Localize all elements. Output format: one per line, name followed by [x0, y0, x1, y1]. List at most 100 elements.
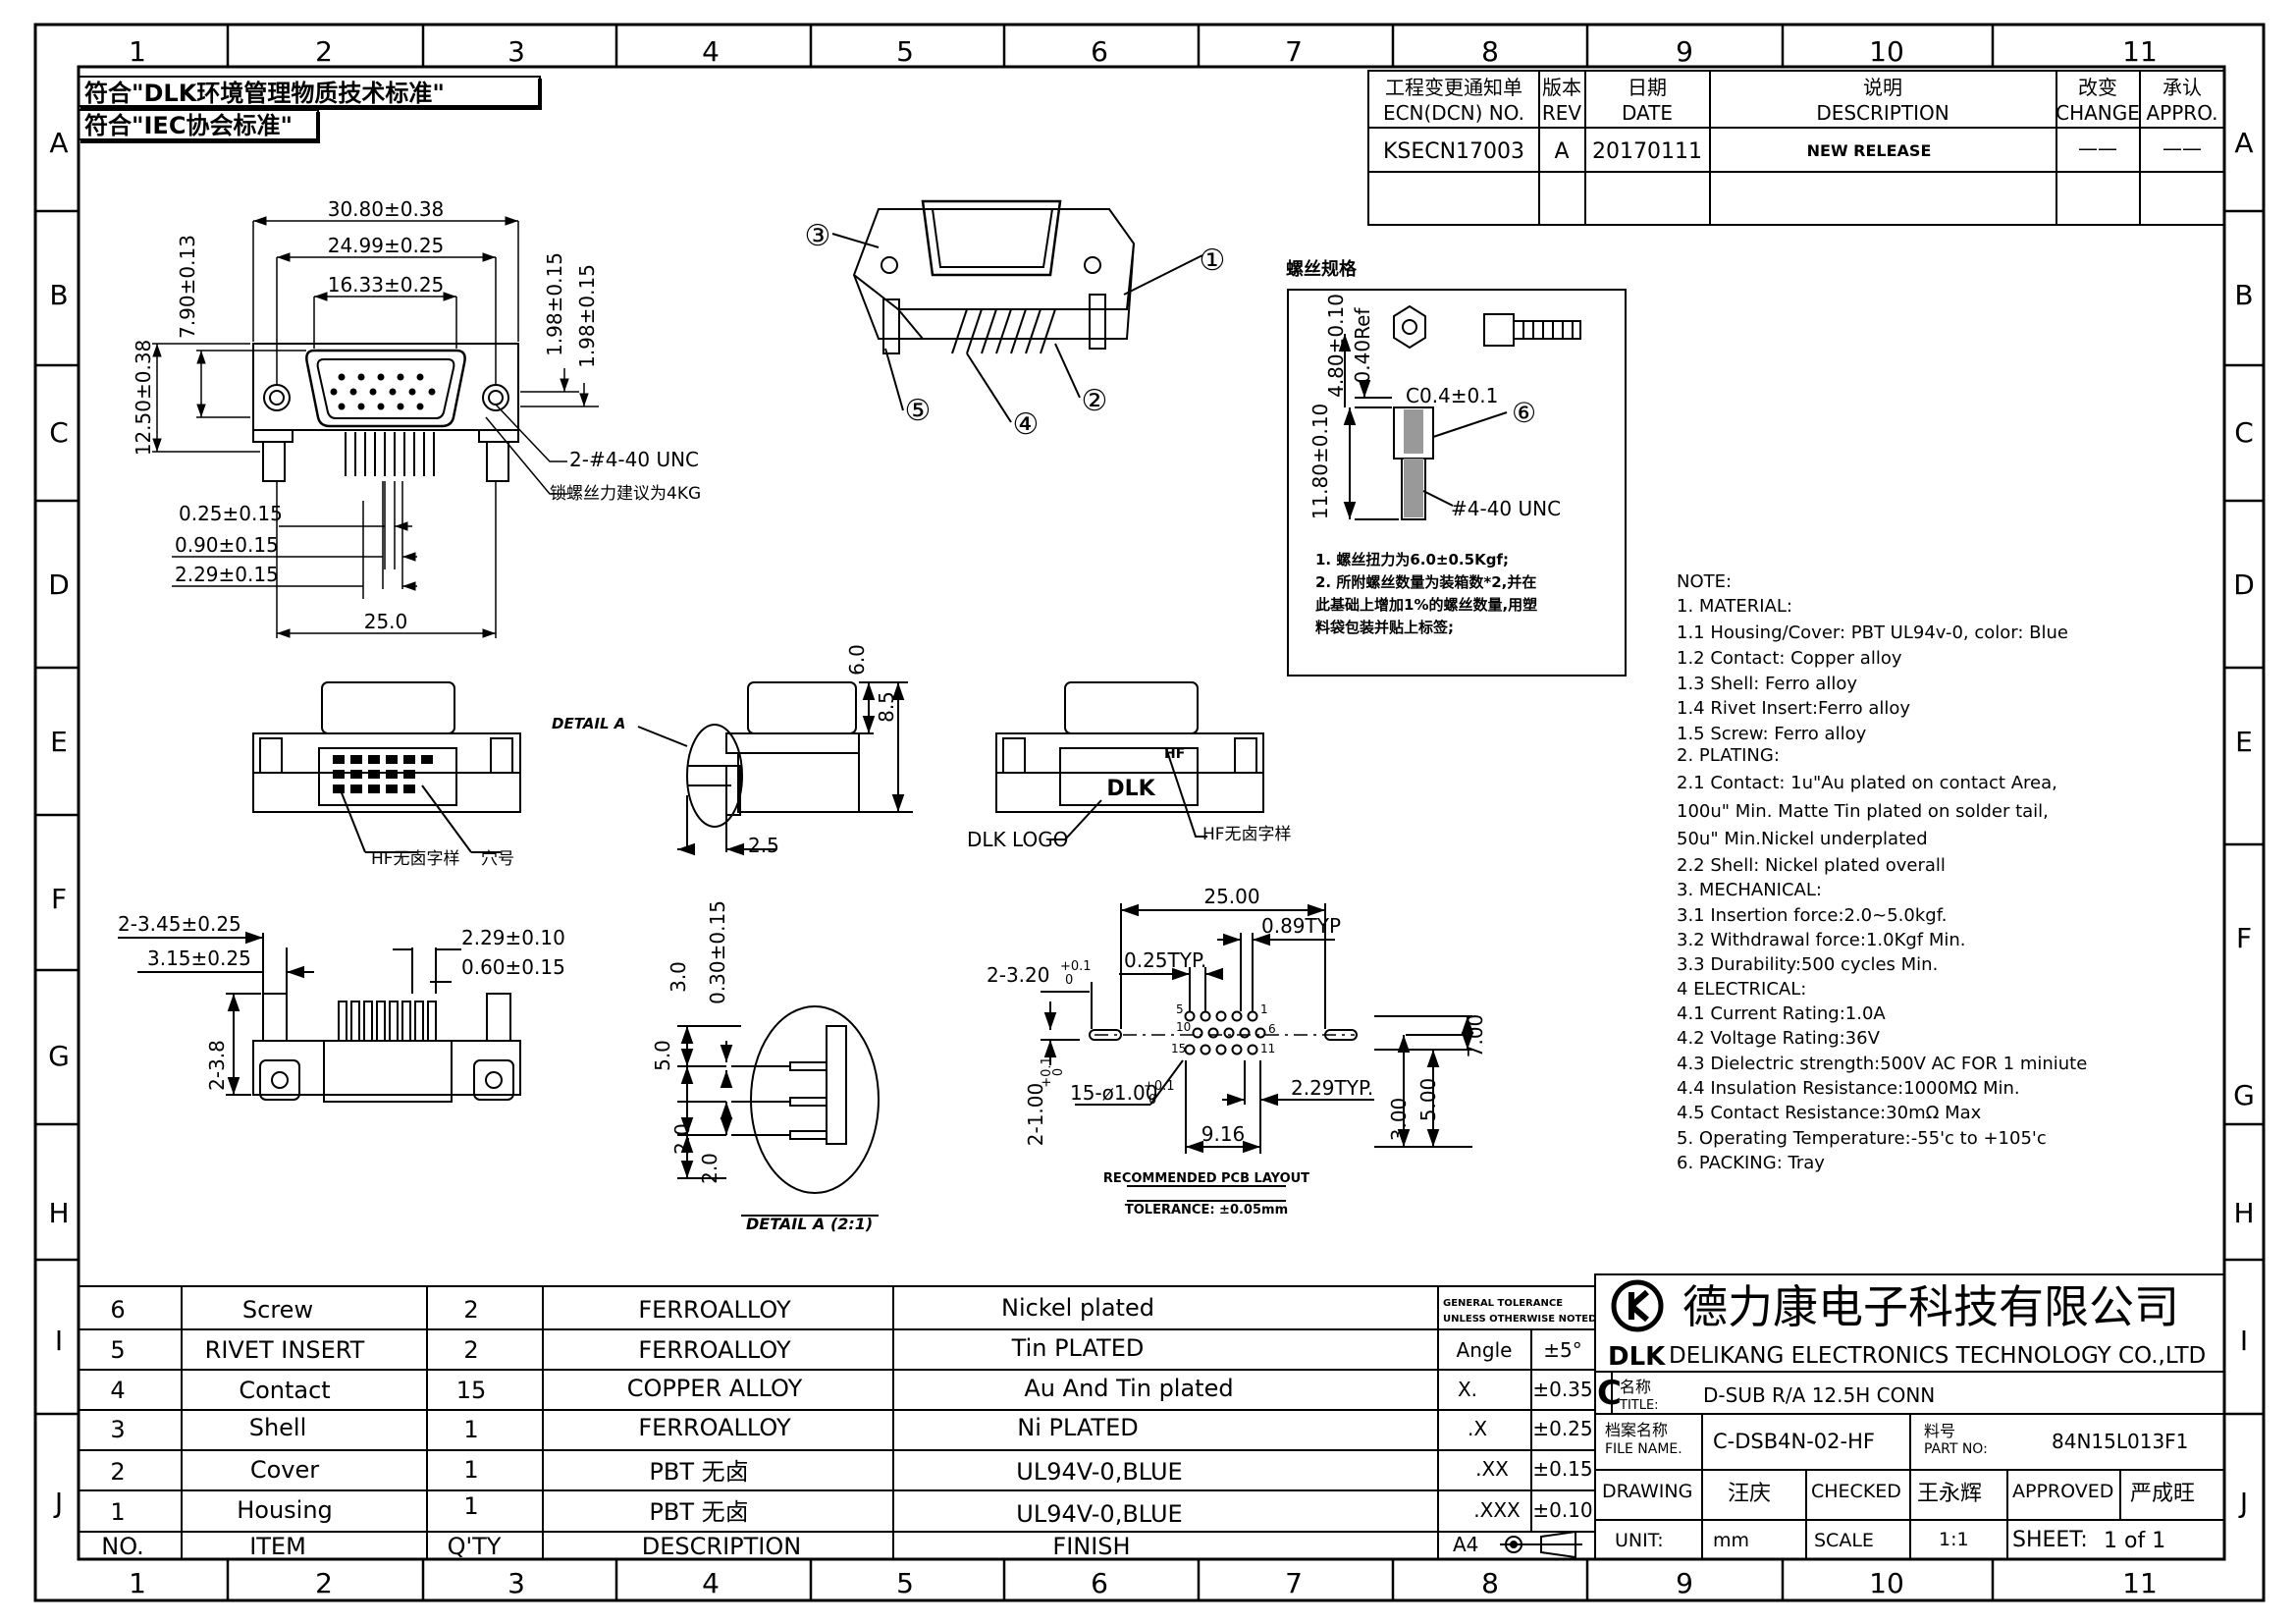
grid-col-label: 5: [896, 1567, 914, 1599]
rev-change-value: ——: [2078, 136, 2117, 160]
scale-value: 1:1: [1939, 1529, 1969, 1550]
drawing-title: D-SUB R/A 12.5H CONN: [1703, 1383, 1935, 1407]
pcb-pin-11: 11: [1260, 1042, 1275, 1056]
bom-desc: COPPER ALLOY: [627, 1375, 803, 1402]
dim-w3: 16.33±0.25: [328, 273, 445, 297]
bom-qty: 15: [456, 1377, 487, 1404]
hf-mark: HF: [1164, 746, 1185, 762]
pcb-dim-hole2-tol-plus: +0.1: [1060, 959, 1092, 974]
tol-val: ±0.35: [1532, 1378, 1592, 1401]
grid-row-label: J: [2238, 1487, 2248, 1519]
callout-2: ②: [1082, 384, 1108, 418]
grid-row-label: G: [48, 1040, 70, 1072]
grid-col-label: 5: [896, 35, 914, 68]
bom-header-qty: Q'TY: [448, 1533, 502, 1560]
callout-1: ①: [1200, 244, 1226, 278]
note-line: 2. PLATING:: [1677, 745, 1780, 766]
bom-qty: 1: [463, 1492, 478, 1520]
isometric-view: [831, 199, 1203, 423]
pcb-tolerance: TOLERANCE: ±0.05mm: [1125, 1203, 1288, 1218]
grid-col-label: 4: [702, 35, 720, 68]
grid-col-label: 11: [2122, 1567, 2158, 1599]
sheet-label: SHEET:: [2012, 1528, 2088, 1552]
grid-col-label: 1: [129, 35, 146, 68]
rev-header-rev-cn: 版本: [1542, 76, 1581, 99]
tol-val: ±5°: [1543, 1338, 1581, 1362]
note-line: 1.1 Housing/Cover: PBT UL94v-0, color: B…: [1677, 623, 2068, 643]
note-line: 4.3 Dielectric strength:500V AC FOR 1 mi…: [1677, 1054, 2087, 1074]
pcb-pin-1: 1: [1260, 1002, 1268, 1016]
bom-no: 2: [110, 1458, 125, 1486]
dim-d3: 2.29±0.15: [175, 563, 279, 586]
rev-header-change-cn: 改变: [2078, 76, 2117, 99]
label-hole-no: 穴号: [481, 849, 514, 869]
bom-desc: FERROALLOY: [638, 1414, 791, 1441]
tol-key: X.: [1458, 1378, 1477, 1401]
grid-col-label: 9: [1676, 35, 1693, 68]
screw-dim-c04: C0.4±0.1: [1406, 384, 1498, 407]
tolerance-title-2: UNLESS OTHERWISE NOTED: [1443, 1314, 1596, 1325]
pcb-dim-500: 5.00: [1416, 1078, 1440, 1122]
rev-header-ecn-en: ECN(DCN) NO.: [1383, 101, 1524, 125]
bom-finish: UL94V-0,BLUE: [1016, 1458, 1182, 1486]
detail-a-view: [677, 1005, 880, 1217]
label-dlk-logo: DLK LOGO: [967, 828, 1068, 851]
bom-header-no: NO.: [101, 1533, 144, 1560]
bom-header-finish: FINISH: [1052, 1533, 1130, 1560]
screw-spec-title: 螺丝规格: [1286, 258, 1358, 280]
bom-finish: Ni PLATED: [1017, 1414, 1139, 1441]
pcb-dim-2100: 2-1.00: [1024, 1083, 1047, 1146]
dim-h4: 1.98±0.15: [575, 264, 599, 368]
grid-row-label: H: [2233, 1197, 2254, 1229]
bom-item: Screw: [242, 1296, 313, 1324]
label-halogen-free: HF无卤字样: [371, 849, 460, 869]
dim-f1: 2-3.45±0.25: [118, 912, 241, 936]
bom-desc: FERROALLOY: [638, 1336, 791, 1364]
grid-col-label: 9: [1676, 1567, 1693, 1599]
dim-h3: 1.98±0.15: [543, 252, 566, 356]
rev-header-appr-cn: 承认: [2163, 76, 2202, 99]
grid-col-label: 8: [1481, 35, 1499, 68]
callout-6: ⑥: [1512, 397, 1536, 429]
dim-f4: 0.60±0.15: [461, 955, 565, 979]
dim-d4: 25.0: [364, 610, 408, 633]
screw-spec: 螺丝规格 4.80±0.10 0.40Ref C0.4±0.1: [1286, 258, 1627, 677]
bom-item: Cover: [250, 1456, 319, 1484]
compliance-line-1: 符合"DLK环境管理物质技术标准": [84, 80, 445, 107]
grid-row-label: B: [49, 279, 68, 311]
note-line: 5. Operating Temperature:-55'c to +105'c: [1677, 1128, 2047, 1149]
grid-col-label: 7: [1285, 1567, 1303, 1599]
dim-w1: 30.80±0.38: [328, 197, 445, 221]
front-view: [252, 681, 521, 853]
tol-key: .XXX: [1473, 1498, 1521, 1522]
callout-3: ③: [805, 219, 831, 253]
bom-desc: PBT 无卤: [649, 1498, 748, 1526]
tol-val: ±0.15: [1532, 1457, 1592, 1481]
grid-col-label: 6: [1091, 35, 1108, 68]
bom-item: Shell: [249, 1414, 307, 1441]
screw-note-line: 1. 螺丝扭力为6.0±0.5Kgf;: [1315, 551, 1509, 568]
grid-row-label: A: [2234, 127, 2253, 159]
dim-da4: 2.0: [670, 1123, 694, 1155]
grid-col-label: 8: [1481, 1567, 1499, 1599]
torque-note: 锁螺丝力建议为4KG: [550, 484, 701, 504]
grid-row-label: D: [48, 568, 70, 601]
screw-dim-1180: 11.80±0.10: [1308, 404, 1332, 520]
rev-header-date-cn: 日期: [1628, 76, 1667, 99]
file-label-cn: 档案名称: [1605, 1421, 1668, 1439]
top-view: 30.80±0.38 24.99±0.25 16.33±0.25 12.50±0…: [132, 197, 701, 638]
bom-no: 4: [110, 1377, 125, 1404]
pcb-dim-typ: 0.89TYP: [1261, 914, 1341, 938]
screw-note-line: 此基础上增加1%的螺丝数量,用塑: [1315, 596, 1537, 614]
bom-item: RIVET INSERT: [205, 1336, 365, 1364]
bom-item: Contact: [239, 1377, 330, 1404]
note-line: 2.1 Contact: 1u"Au plated on contact Are…: [1677, 773, 2057, 793]
grid-row-label: J: [53, 1487, 63, 1519]
note-line: 3. MECHANICAL:: [1677, 880, 1822, 900]
pcb-dim-hole15-tol-plus: +0.1: [1144, 1079, 1175, 1094]
dim-f3: 2.29±0.10: [461, 926, 565, 949]
note-line: 3.2 Withdrawal force:1.0Kgf Min.: [1677, 930, 1966, 950]
note-line: 6. PACKING: Tray: [1677, 1153, 1825, 1173]
note-line: 4.1 Current Rating:1.0A: [1677, 1003, 1886, 1024]
